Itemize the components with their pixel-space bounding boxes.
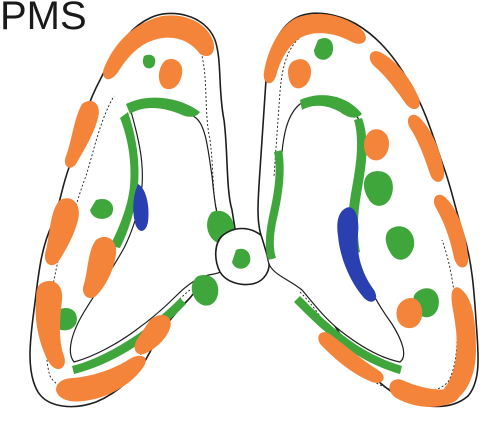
right-hemisphere bbox=[258, 13, 478, 407]
left-hemisphere bbox=[30, 13, 237, 406]
left-wm-patch-e bbox=[143, 55, 155, 69]
left-wm-patch-d bbox=[192, 275, 219, 306]
